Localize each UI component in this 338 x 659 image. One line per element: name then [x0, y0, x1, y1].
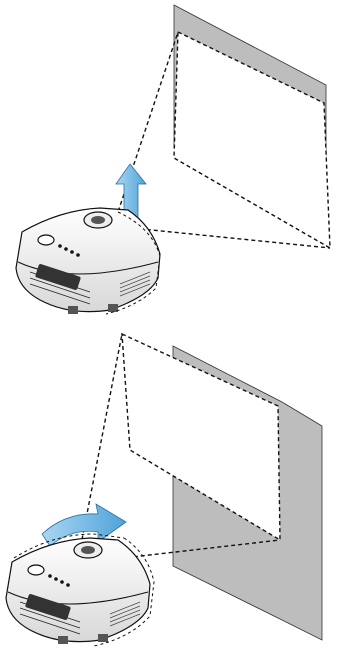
projector-bottom — [6, 534, 154, 646]
projector-top — [16, 208, 160, 314]
tilt-adjustment-panel — [16, 5, 330, 314]
horizontal-adjustment-panel — [6, 334, 324, 646]
